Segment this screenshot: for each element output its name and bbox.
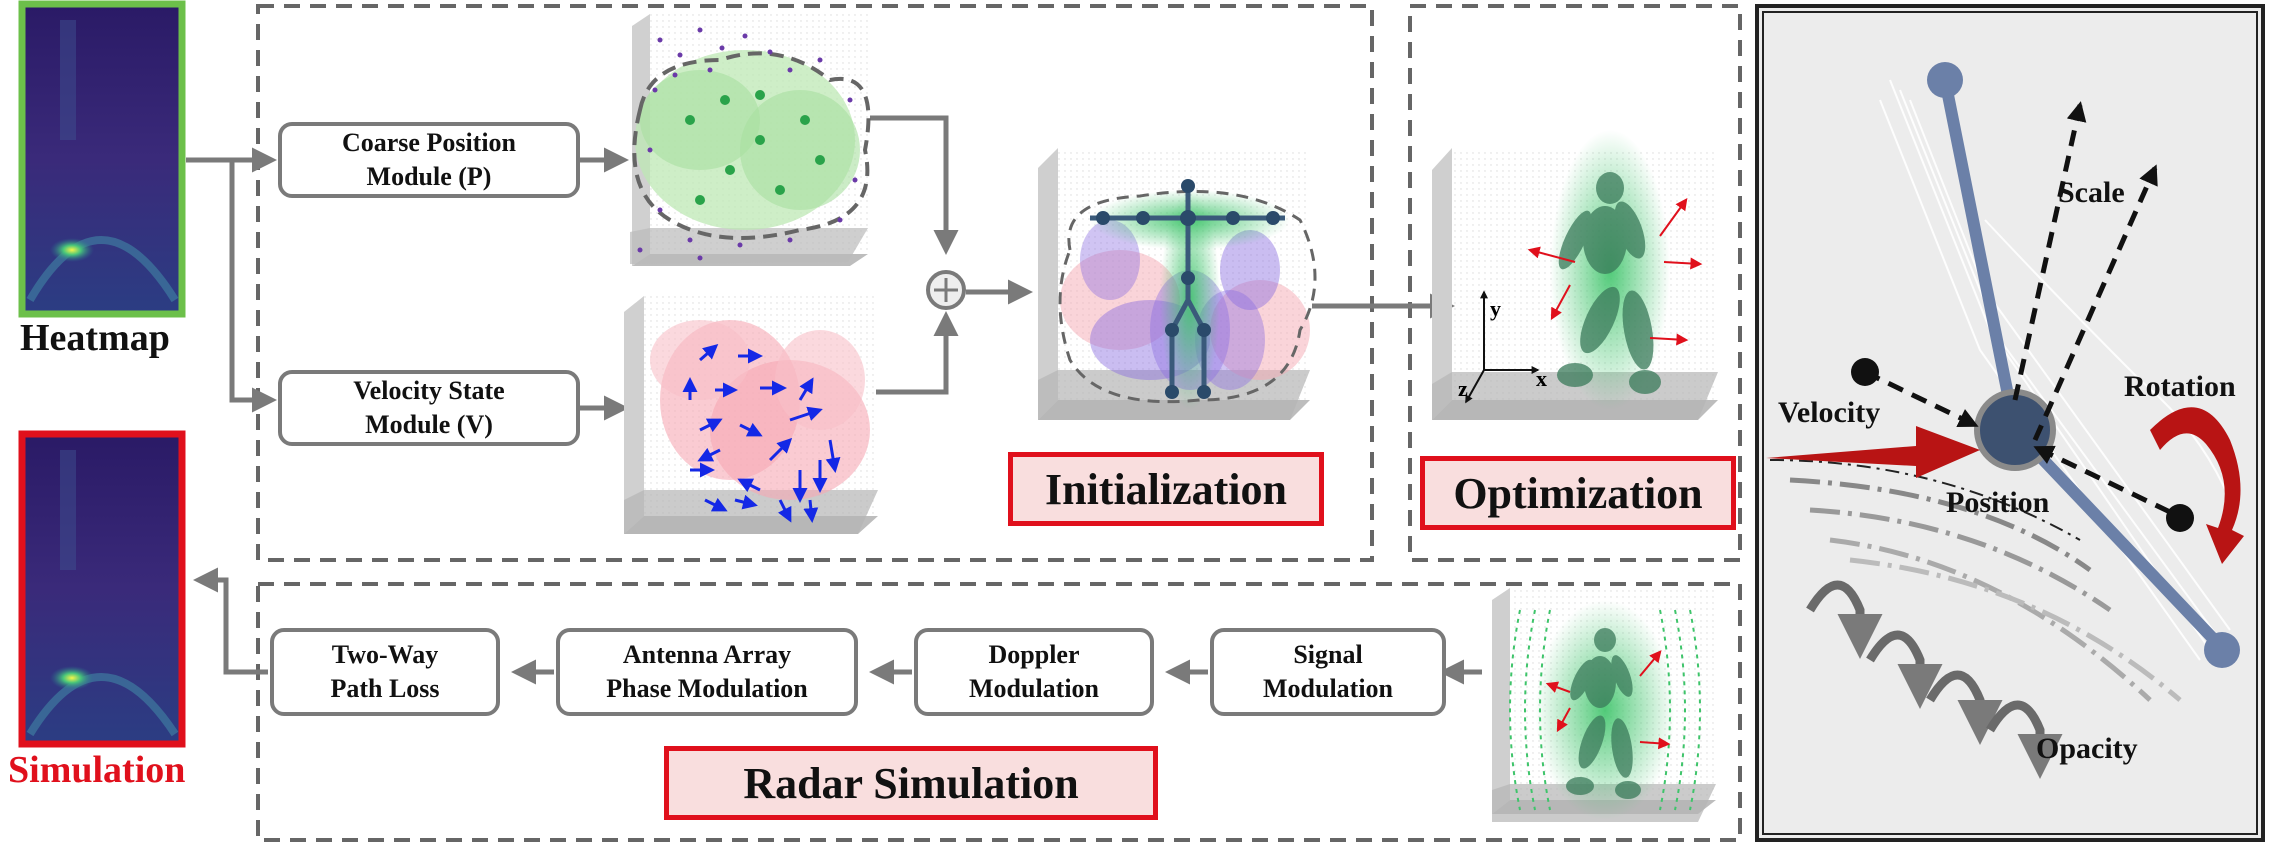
input-arrows bbox=[186, 115, 1482, 685]
antenna-array-phase-module: Antenna Array Phase Modulation bbox=[556, 628, 858, 716]
optimization-visual: y x z bbox=[1432, 130, 1718, 420]
doppler-modulation-module: Doppler Modulation bbox=[914, 628, 1154, 716]
simulation-image bbox=[18, 430, 186, 748]
axis-y-label: y bbox=[1490, 296, 1501, 321]
coarse-position-module: Coarse Position Module (P) bbox=[278, 122, 580, 198]
simulation-caption: Simulation bbox=[8, 749, 186, 791]
optimization-label: Optimization bbox=[1420, 456, 1736, 530]
radar-simulation-container bbox=[256, 582, 1742, 842]
axis-z-label: z bbox=[1458, 376, 1468, 401]
sum-node bbox=[926, 270, 966, 310]
initialization-container bbox=[256, 4, 1374, 562]
velocity-label: Velocity bbox=[1778, 396, 1881, 429]
heatmap-caption: Heatmap bbox=[20, 317, 170, 359]
radar-simulation-label: Radar Simulation bbox=[664, 746, 1158, 820]
signal-modulation-module: Signal Modulation bbox=[1210, 628, 1446, 716]
optimization-container bbox=[1408, 4, 1742, 562]
rotation-label: Rotation bbox=[2124, 370, 2236, 403]
initialization-visual bbox=[1038, 148, 1317, 420]
radar-visual bbox=[1492, 588, 1716, 822]
position-label: Position bbox=[1946, 486, 2050, 519]
opacity-label: Opacity bbox=[2036, 732, 2138, 765]
velocity-state-visual bbox=[624, 296, 878, 534]
gaussian-parameters-visual bbox=[1766, 62, 2244, 779]
scale-label: Scale bbox=[2058, 176, 2125, 209]
two-way-path-loss-module: Two-Way Path Loss bbox=[270, 628, 500, 716]
heatmap-image bbox=[18, 0, 186, 318]
velocity-state-module: Velocity State Module (V) bbox=[278, 370, 580, 446]
axis-x-label: x bbox=[1536, 366, 1547, 391]
coarse-position-visual bbox=[630, 14, 871, 266]
initialization-label: Initialization bbox=[1008, 452, 1324, 526]
